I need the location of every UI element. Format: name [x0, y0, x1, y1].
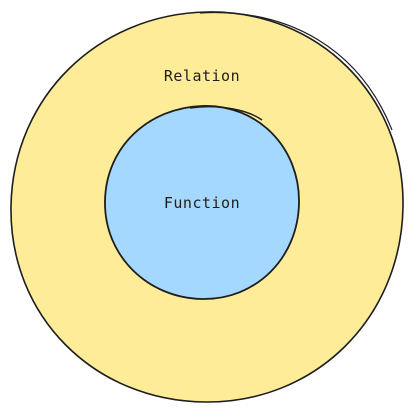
function-circle: [104, 105, 300, 300]
function-label: Function: [164, 194, 240, 212]
relation-label: Relation: [164, 67, 240, 85]
relation-circle-sketch-stroke: [199, 12, 393, 131]
function-circle-sketch-stroke: [189, 106, 263, 121]
function-set: Function: [104, 105, 300, 300]
